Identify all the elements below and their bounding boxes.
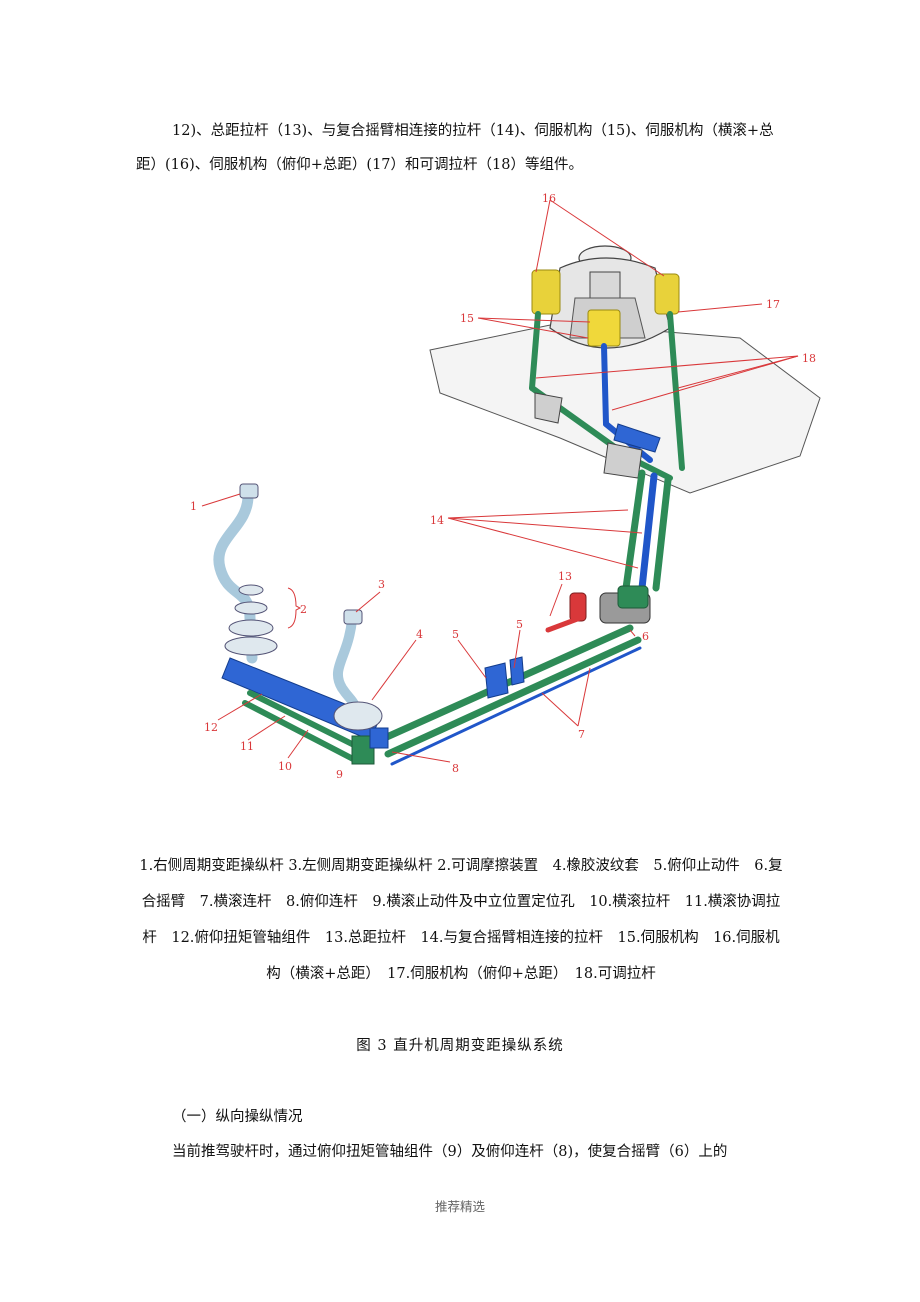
- cyclic-control-system-diagram: 1 2 3 4 5 5 6 7 8 9 10 11 12 13 14 15 16…: [190, 192, 821, 781]
- right-cyclic-stick: [213, 483, 278, 664]
- combining-rocker: [599, 585, 651, 624]
- label-18: 18: [802, 352, 816, 365]
- label-13: 13: [558, 570, 572, 583]
- label-6: 6: [642, 630, 649, 643]
- label-2: 2: [300, 603, 307, 616]
- label-17: 17: [766, 298, 780, 311]
- label-4: 4: [416, 628, 423, 641]
- label-10: 10: [278, 760, 292, 773]
- figure-legend: 1.右侧周期变距操纵杆 3.左侧周期变距操纵杆 2.可调摩擦装置 4.橡胶波纹套…: [139, 858, 783, 982]
- servo-pitch-collective: [587, 309, 621, 347]
- pitch-stops: [484, 656, 525, 699]
- label-7: 7: [578, 728, 585, 741]
- label-9: 9: [336, 768, 343, 781]
- callout-labels: 1 2 3 4 5 5 6 7 8 9 10 11 12 13 14 15 16…: [190, 192, 816, 781]
- figure-title: 图 3 直升机周期变距操纵系统: [356, 1038, 564, 1054]
- friction-bracket: [287, 587, 302, 629]
- intro-paragraph: 12)、总距拉杆（13)、与复合摇臂相连接的拉杆（14)、伺服机构（15)、伺服…: [136, 123, 774, 173]
- roll-and-pitch-links: [376, 624, 642, 766]
- roll-stop: [351, 727, 389, 765]
- label-16: 16: [542, 192, 556, 205]
- label-12: 12: [204, 721, 218, 734]
- page-footer: 推荐精选: [434, 1199, 485, 1214]
- label-14: 14: [430, 514, 444, 527]
- servo-roll-collective: [531, 269, 680, 315]
- mount-brackets: [534, 392, 661, 479]
- callout-lines: [201, 199, 799, 763]
- label-5a: 5: [452, 628, 459, 641]
- label-3: 3: [378, 578, 385, 591]
- body-paragraph: 当前推驾驶杆时，通过俯仰扭矩管轴组件（9）及俯仰连杆（8)，使复合摇臂（6）上的: [172, 1144, 728, 1160]
- label-8: 8: [452, 762, 459, 775]
- label-11: 11: [240, 740, 254, 753]
- collective-rod: [545, 592, 587, 633]
- links-to-combining-rocker: [622, 469, 672, 592]
- label-5b: 5: [516, 618, 523, 631]
- section-heading: （一）纵向操纵情况: [172, 1109, 303, 1125]
- label-1: 1: [190, 500, 197, 513]
- roll-rods: [242, 690, 363, 763]
- left-cyclic-stick: [333, 609, 383, 731]
- label-15: 15: [460, 312, 474, 325]
